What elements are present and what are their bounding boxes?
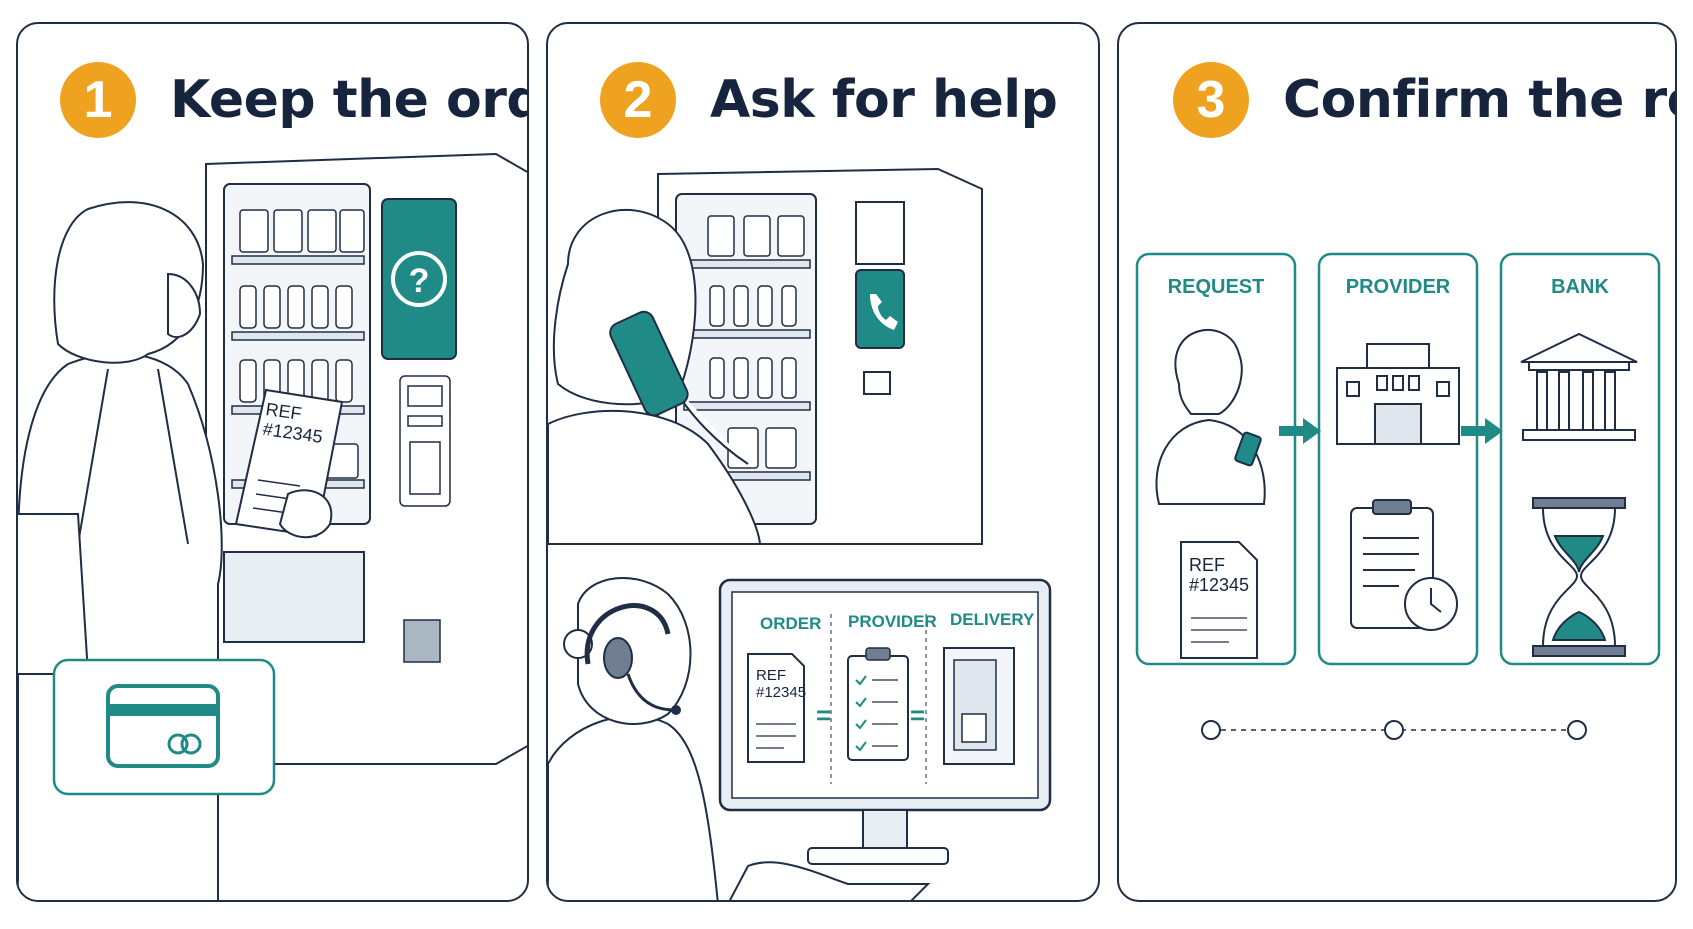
customer-figure (18, 201, 223, 900)
step-number-badge: 2 (600, 62, 676, 138)
monitor-doc-ref-number: #12345 (756, 683, 807, 701)
help-screen (381, 198, 457, 360)
monitor-doc-ref-label: REF (756, 667, 786, 684)
monitor-delivery-label: DELIVERY (950, 610, 1035, 629)
computer-monitor: = = (718, 578, 1052, 865)
hourglass-icon (1532, 497, 1626, 657)
flow-doc-ref-number: #12345 (1189, 574, 1250, 595)
checklist-clipboard-icon (847, 647, 909, 761)
step-header-3: 3 Confirm the result (1173, 62, 1675, 138)
support-agent-figure (548, 577, 719, 900)
monitor-provider-label: PROVIDER (848, 612, 937, 631)
mobile-phone (609, 310, 689, 417)
step-header-1: 1 Keep the order (60, 62, 527, 138)
step-header-2: 2 Ask for help (600, 62, 1058, 138)
step-panel-keep-order: ? (16, 22, 529, 902)
credit-card-icon (106, 684, 220, 768)
flow-bank-label: BANK (1551, 276, 1609, 298)
step-number-badge: 3 (1173, 62, 1249, 138)
dispense-slot (223, 551, 365, 643)
timeline (1201, 720, 1587, 740)
receipt-ref: REF #12345 (262, 399, 327, 448)
step-title: Confirm the result (1283, 70, 1675, 130)
svg-text:=: = (910, 700, 925, 730)
flow-request-label: REQUEST (1167, 276, 1265, 298)
request-document (1180, 541, 1258, 659)
flow-doc-ref: REF #12345 (1189, 555, 1250, 596)
step-title: Keep the order (170, 70, 527, 130)
step-number-badge: 1 (60, 62, 136, 138)
help-call-illustration: = = (548, 167, 1052, 900)
bank-icon (1520, 332, 1638, 441)
headset-icon (584, 603, 681, 715)
step-panel-confirm-result: 3 Confirm the result REQUEST PROVIDER BA… (1117, 22, 1677, 902)
keyboard (728, 861, 931, 900)
requester-figure (1155, 329, 1266, 505)
step-panel-ask-help: = = 2 Ask for help (546, 22, 1100, 902)
step-title: Ask for help (710, 70, 1058, 130)
arrow-right-icon (1279, 418, 1503, 444)
delivery-locker-icon (943, 647, 1015, 765)
monitor-doc-ref: REF #12345 (756, 667, 807, 701)
svg-text:?: ? (409, 262, 430, 300)
svg-text:=: = (816, 700, 831, 730)
refund-flow-diagram (1135, 252, 1661, 740)
help-question-icon: ? (391, 251, 447, 307)
vending-machine-illustration: ? (18, 152, 527, 900)
monitor-order-label: ORDER (760, 614, 822, 633)
receipt (234, 388, 344, 539)
clipboard-clock-icon (1350, 499, 1458, 631)
flow-provider-label: PROVIDER (1345, 276, 1451, 298)
flow-doc-ref-label: REF (1189, 555, 1225, 575)
phone-icon (870, 294, 898, 330)
building-icon (1336, 343, 1460, 445)
